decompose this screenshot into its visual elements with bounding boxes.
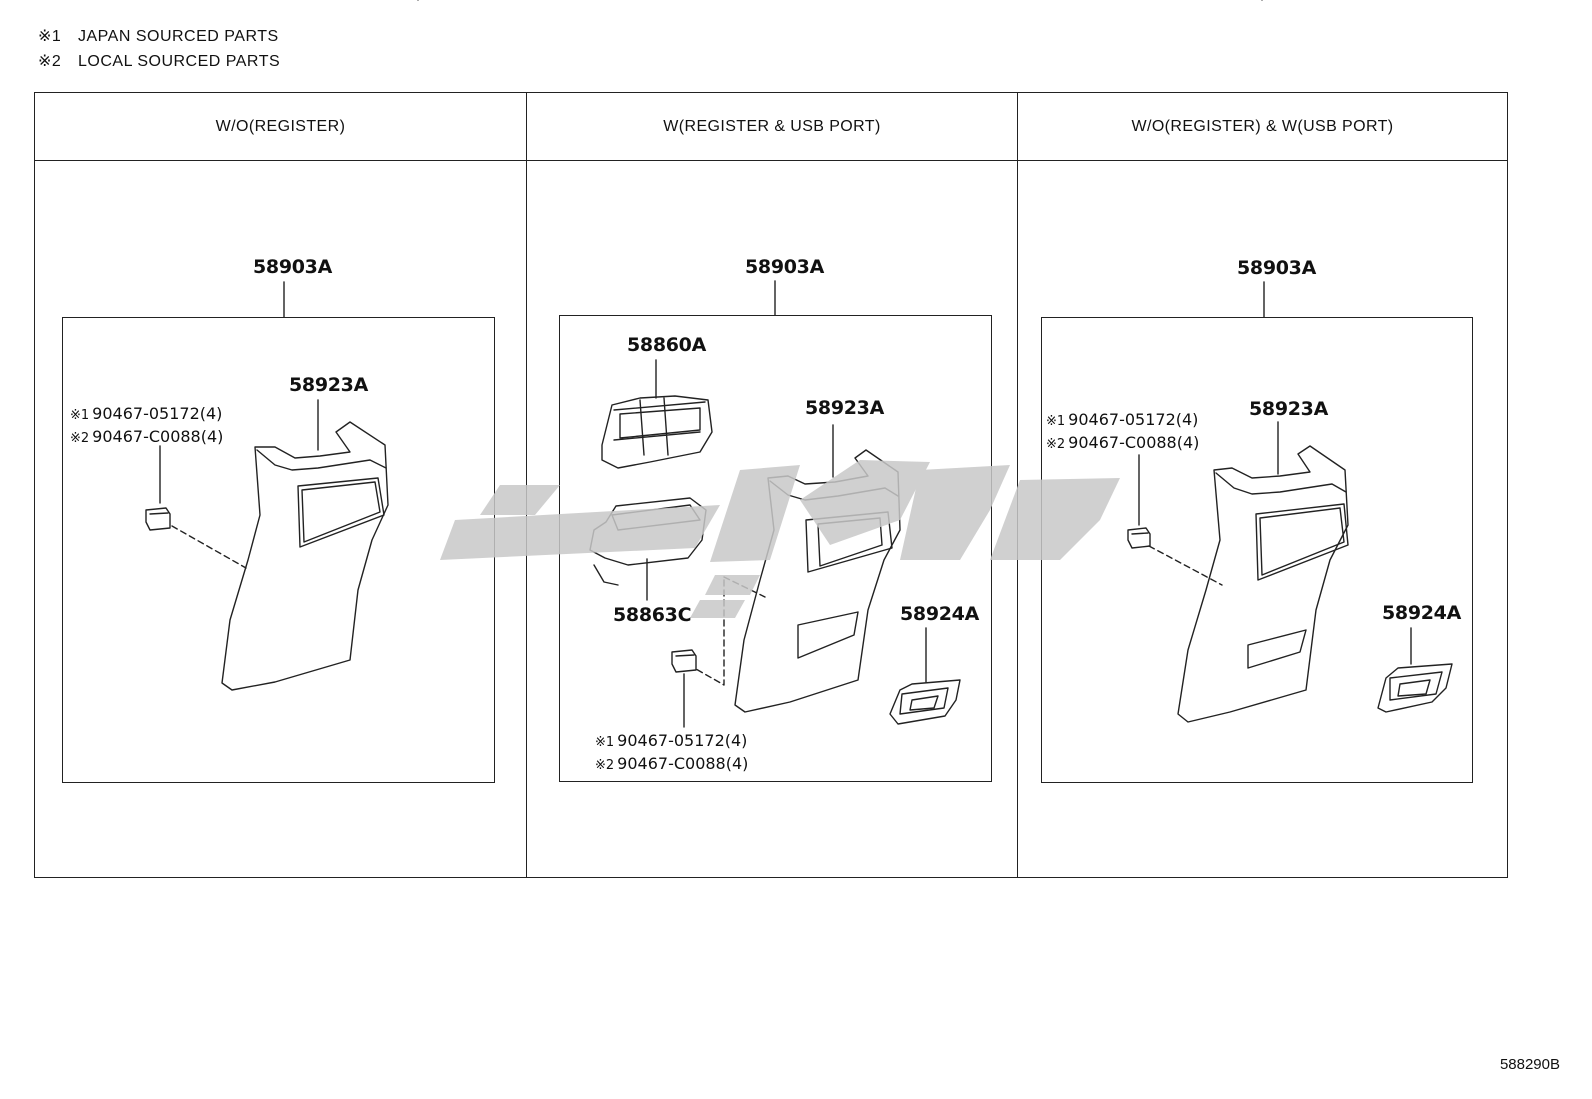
part-number-usb-port: 58924A xyxy=(1382,602,1462,624)
part-number-assembly: 58903A xyxy=(1237,257,1317,279)
legend-local-sourced: ※2 LOCAL SOURCED PARTS xyxy=(38,51,280,71)
dashed-fit-2 xyxy=(695,576,766,686)
note-part: 90467-05172(4) xyxy=(92,404,223,423)
part-number-panel: 58923A xyxy=(805,397,885,419)
clip-3 xyxy=(1127,527,1151,549)
note-mark: ※2 xyxy=(70,431,90,446)
column-wo-register: W/O(REGISTER) xyxy=(35,93,526,877)
panel-top-edge-2 xyxy=(769,480,899,501)
note-part: 90467-C0088(4) xyxy=(617,754,749,773)
note-mark: ※1 xyxy=(1046,414,1066,429)
part-number-usb-housing: 58863C xyxy=(613,604,692,626)
legend-text: JAPAN SOURCED PARTS xyxy=(78,28,279,45)
panel-top-edge-1 xyxy=(256,449,387,471)
part-number-assembly: 58903A xyxy=(745,256,825,278)
usb-port-2 xyxy=(889,679,961,725)
legend-mark: ※1 xyxy=(38,28,62,45)
panel-window-3 xyxy=(1255,503,1349,581)
usb-opening-3 xyxy=(1247,629,1307,669)
part-number-register: 58860A xyxy=(627,334,707,356)
legend-text: LOCAL SOURCED PARTS xyxy=(78,53,281,70)
part-number-panel: 58923A xyxy=(289,374,369,396)
column-header: W(REGISTER & USB PORT) xyxy=(527,93,1017,161)
panel-window-1 xyxy=(297,477,385,548)
part-number-usb-port: 58924A xyxy=(900,603,980,625)
clip-2 xyxy=(671,649,697,673)
clip-dashed-3 xyxy=(1148,545,1223,586)
rear-console-panel-3 xyxy=(1177,445,1349,723)
usb-housing xyxy=(589,497,707,566)
column-header: W/O(REGISTER) & W(USB PORT) xyxy=(1018,93,1507,161)
usb-port-3 xyxy=(1377,663,1453,713)
note-mark: ※1 xyxy=(595,735,615,750)
usb-opening-2 xyxy=(797,611,859,659)
illustration-code: 588290B xyxy=(1499,1056,1560,1073)
note-part: 90467-05172(4) xyxy=(1068,410,1199,429)
note-part: 90467-05172(4) xyxy=(617,731,748,750)
legend-mark: ※2 xyxy=(38,53,62,70)
note-mark: ※1 xyxy=(70,408,90,423)
part-number-assembly: 58903A xyxy=(253,256,333,278)
note-mark: ※2 xyxy=(595,758,615,773)
clip-1 xyxy=(145,507,171,531)
note-part: 90467-C0088(4) xyxy=(92,427,224,446)
column-header: W/O(REGISTER) xyxy=(35,93,526,161)
clip-dashed-1 xyxy=(171,525,247,569)
panel-top-edge-3 xyxy=(1215,472,1347,495)
note-mark: ※2 xyxy=(1046,437,1066,452)
rear-console-panel-1 xyxy=(221,421,389,691)
legend-japan-sourced: ※1 JAPAN SOURCED PARTS xyxy=(38,26,279,46)
part-number-panel: 58923A xyxy=(1249,398,1329,420)
register-vent xyxy=(601,395,713,469)
note-part: 90467-C0088(4) xyxy=(1068,433,1200,452)
